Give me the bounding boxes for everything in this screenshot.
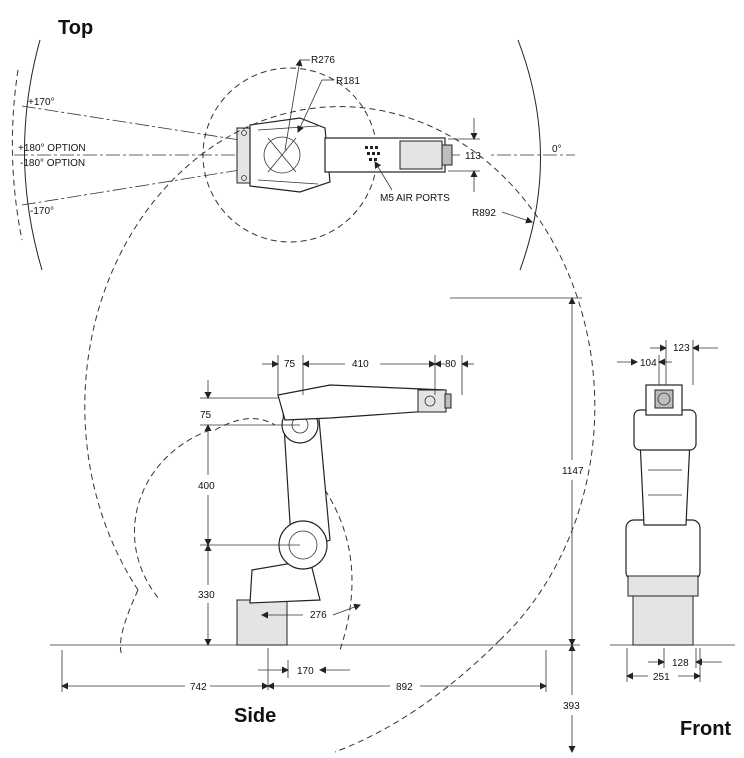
top-wrist [399, 140, 443, 170]
label-air-ports: M5 AIR PORTS [380, 193, 450, 204]
label-r181: R181 [336, 76, 360, 87]
side-wrist [417, 389, 447, 413]
label-113: 113 [465, 151, 481, 162]
label-400: 400 [198, 481, 215, 492]
label-1147: 1147 [562, 466, 584, 477]
front-lower-arm [639, 439, 691, 526]
label-80: 80 [445, 359, 457, 370]
side-flange [444, 393, 452, 409]
label-276: 276 [310, 610, 327, 621]
label-128: 128 [672, 658, 689, 669]
label-minus180: -180° OPTION [20, 158, 85, 169]
reach-arc-right [517, 39, 541, 271]
label-393: 393 [563, 701, 580, 712]
label-side-75-left: 75 [200, 410, 212, 421]
ray-minus170 [21, 169, 241, 206]
label-123: 123 [673, 343, 690, 354]
side-view-title: Side [234, 705, 276, 727]
front-view-title: Front [680, 718, 731, 740]
front-elbow [633, 409, 697, 451]
label-side-75-top: 75 [284, 359, 296, 370]
label-104: 104 [640, 358, 657, 369]
label-plus180: +180° OPTION [18, 143, 86, 154]
top-view: Top [11, 17, 575, 271]
top-flange [441, 144, 453, 166]
label-r276: R276 [311, 55, 335, 66]
label-plus170: +170° [28, 97, 55, 108]
label-minus170: -170° [30, 206, 54, 217]
label-251: 251 [653, 672, 670, 683]
label-410: 410 [352, 359, 369, 370]
front-base-cover [627, 575, 699, 597]
air-ports-marks [365, 146, 380, 161]
label-330: 330 [198, 590, 215, 601]
top-view-title: Top [58, 17, 93, 39]
front-shoulder [625, 519, 701, 581]
label-zero-degrees: 0° [552, 144, 562, 155]
front-base [632, 594, 694, 646]
outer-reach-dashed-left [11, 69, 23, 241]
label-742: 742 [190, 682, 207, 693]
side-base [236, 599, 288, 646]
side-reach-inner [133, 429, 211, 601]
side-reach-outer [84, 106, 596, 641]
front-view: 123 104 128 251 Front [610, 340, 735, 740]
label-892: 892 [396, 682, 413, 693]
top-turret [249, 117, 331, 193]
label-r892: R892 [472, 208, 496, 219]
side-view: 75 410 80 75 400 330 276 1147 393 170 [50, 106, 596, 753]
label-170: 170 [297, 666, 314, 677]
ray-plus170 [21, 105, 241, 141]
